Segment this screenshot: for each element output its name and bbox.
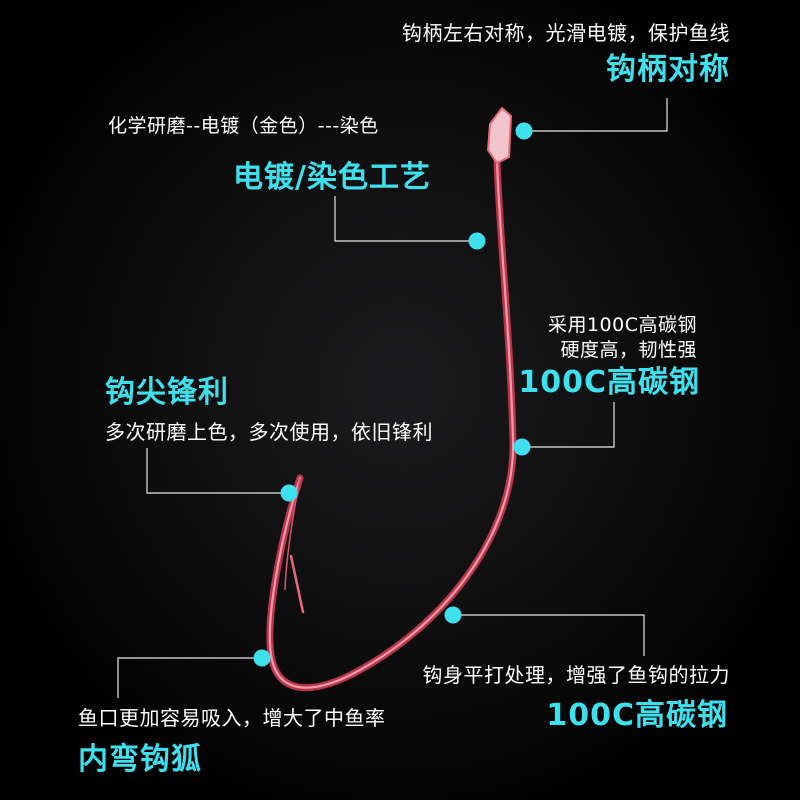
plating-description: 化学研磨--电镀（金色）---染色	[108, 115, 379, 137]
point-description: 多次研磨上色，多次使用，依旧锋利	[105, 420, 433, 444]
leader-line-body	[453, 614, 645, 656]
leader-line-point	[146, 448, 289, 494]
bend-title: 内弯钩狐	[78, 742, 202, 777]
callout-dot-bend	[253, 649, 271, 667]
leader-line-plating	[334, 196, 477, 242]
body-title: 100C高碳钢	[546, 698, 728, 733]
leader-line-bend	[117, 657, 262, 698]
hook-point-edge	[284, 477, 301, 591]
point-title: 钩尖锋利	[105, 375, 229, 410]
body-description: 钩身平打处理，增强了鱼钩的拉力	[422, 663, 730, 687]
steel-description-line-2: 硬度高，韧性强	[560, 339, 697, 361]
callout-dot-steel	[513, 438, 531, 456]
callout-dot-shank	[515, 122, 533, 140]
callout-dot-plating	[468, 232, 486, 250]
shank-title: 钩柄对称	[606, 52, 730, 87]
hook-body-highlight	[268, 158, 515, 689]
plating-title: 电镀/染色工艺	[233, 160, 431, 195]
fishing-hook	[266, 107, 517, 692]
leader-line-steel	[522, 402, 615, 448]
callout-dot-body	[444, 606, 462, 624]
steel-description-line-1: 采用100C高碳钢	[547, 314, 697, 336]
hook-barb	[289, 554, 305, 614]
steel-title: 100C高碳钢	[518, 365, 700, 400]
callout-dot-point	[280, 484, 298, 502]
leader-line-shank	[524, 98, 668, 132]
bend-description: 鱼口更加容易吸入，增大了中鱼率	[78, 706, 386, 730]
hook-eye-paddle	[487, 107, 512, 164]
shank-description: 钩柄左右对称，光滑电镀，保护鱼线	[402, 21, 730, 45]
